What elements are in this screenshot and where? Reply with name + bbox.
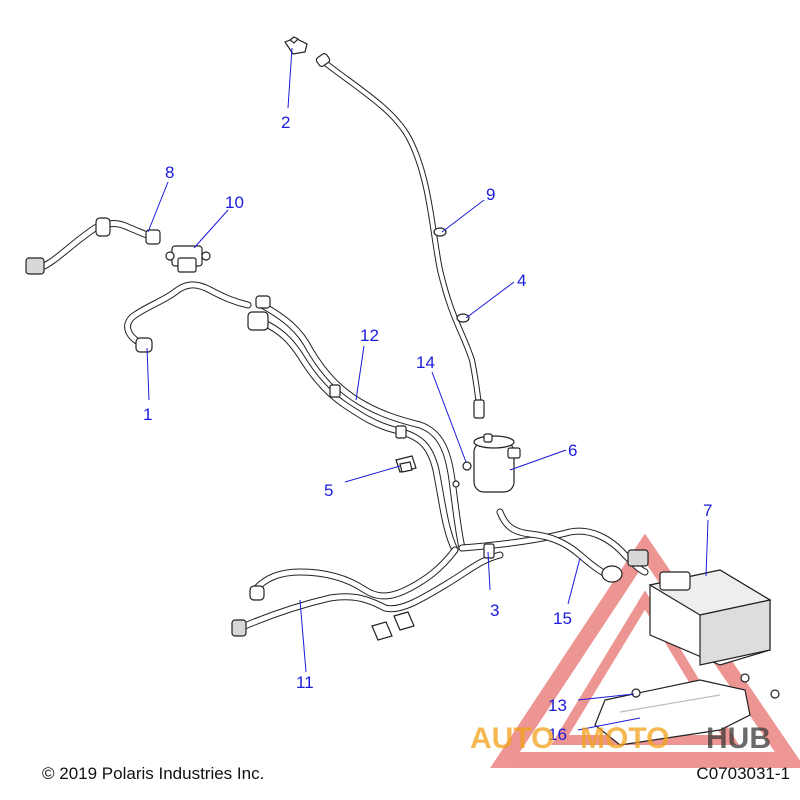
- leader-lines: [146, 47, 709, 731]
- callout-13: 13: [548, 696, 567, 715]
- callout-1: 1: [143, 405, 152, 424]
- callout-5: 5: [324, 481, 333, 500]
- part-7-evap-canister: [648, 569, 772, 666]
- part-10-valve: [165, 245, 211, 273]
- callout-2: 2: [281, 113, 290, 132]
- part-12-fuel-line-assembly: [247, 295, 466, 554]
- figure-id: C0703031-1: [696, 764, 790, 783]
- part-9-vent-hose: [315, 53, 485, 419]
- copyright-notice: © 2019 Polaris Industries Inc.: [42, 764, 265, 783]
- callout-11: 11: [296, 673, 314, 692]
- part-2-clip: [284, 36, 308, 55]
- callout-6: 6: [568, 441, 577, 460]
- callout-12: 12: [360, 326, 379, 345]
- callout-numbers: 1 2 3 4 5 6 7 8 9 10 11 12 13 14 15 16: [143, 113, 712, 744]
- watermark-text-hub: HUB: [706, 722, 771, 755]
- part-5-bracket: [395, 455, 417, 473]
- callout-8: 8: [165, 163, 174, 182]
- part-6-filter: [473, 433, 521, 493]
- callout-7: 7: [703, 501, 712, 520]
- line-clips: [371, 611, 415, 641]
- part-15-canister-line: [458, 508, 649, 583]
- callout-14: 14: [416, 353, 435, 372]
- callout-10: 10: [225, 193, 244, 212]
- part-8-fuel-line: [25, 217, 161, 275]
- callout-9: 9: [486, 185, 495, 204]
- callout-3: 3: [490, 601, 499, 620]
- part-13-bolts: [631, 673, 780, 699]
- part-11-lower-fuel-line: [231, 546, 504, 637]
- callout-4: 4: [517, 271, 526, 290]
- watermark-text-auto: AUTO: [470, 722, 554, 755]
- callout-16: 16: [548, 725, 567, 744]
- callout-15: 15: [553, 609, 572, 628]
- watermark-text-moto: MOTO: [580, 722, 669, 755]
- part-1-elbow-hose: [124, 281, 252, 353]
- watermark-text: AUTO MOTO HUB: [470, 722, 771, 755]
- part-14-screw: [452, 461, 472, 488]
